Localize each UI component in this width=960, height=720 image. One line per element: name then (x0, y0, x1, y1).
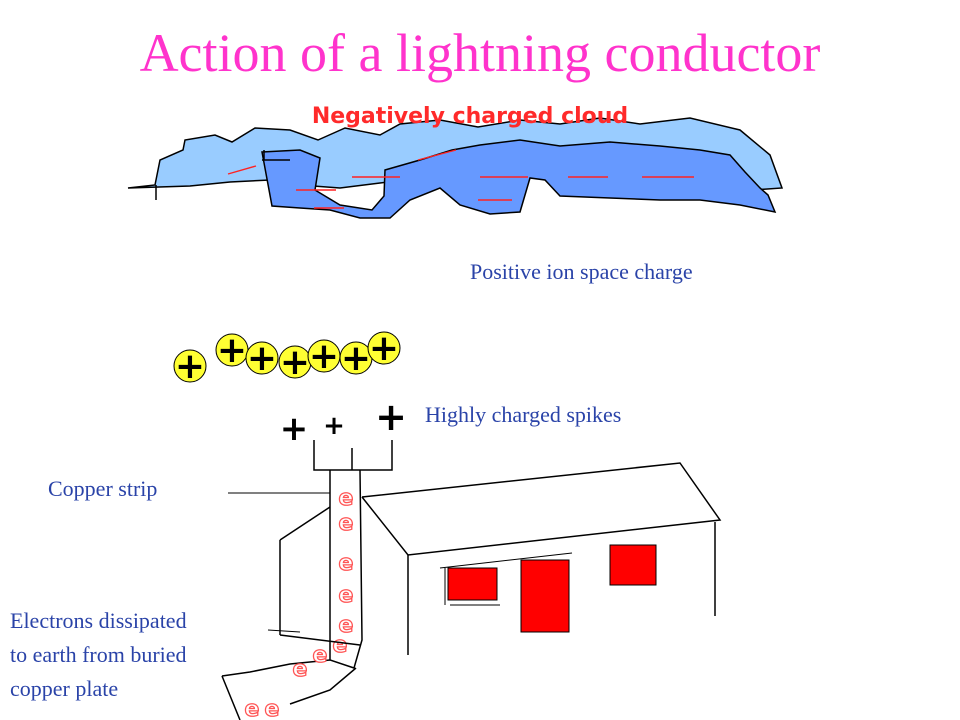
spike-rod-frame (313, 440, 393, 471)
electron-symbol: e (339, 583, 354, 608)
ion-plus-sign: + (175, 346, 205, 387)
negative-charge-dash (417, 149, 457, 161)
electron-label-line-1: Electrons dissipated (10, 608, 187, 633)
electron-symbol: e (293, 657, 308, 682)
positive-ion: + (307, 336, 341, 377)
positive-ion: + (215, 330, 249, 371)
buried-strip-edge (289, 667, 357, 705)
spike-plus-sign: + (280, 409, 309, 449)
electron-symbol: e (265, 697, 280, 720)
house-window-right (609, 544, 657, 586)
electron-label-line-3: copper plate (10, 676, 119, 701)
ion-circle (173, 349, 207, 383)
copper-strip (329, 469, 363, 669)
electron-symbol: e (339, 511, 354, 536)
ion-plus-sign: + (341, 338, 371, 379)
electron-symbol: e (333, 633, 348, 658)
ion-space-charge-label: Positive ion space charge (470, 259, 693, 284)
positive-ion: + (339, 338, 373, 379)
cloud-front-layer (261, 139, 777, 219)
house-frame-line (439, 552, 573, 569)
electron-symbol: e (245, 697, 260, 720)
electron-symbol: e (339, 551, 354, 576)
positive-ion: + (245, 338, 279, 379)
ion-circle (367, 331, 401, 365)
electrons-label-pointer (267, 629, 301, 633)
negative-charge-dash (227, 165, 257, 175)
house-left-roof (279, 506, 331, 541)
electron-label-line-2: to earth from buried (10, 642, 187, 667)
page-title: Action of a lightning conductor (139, 23, 821, 83)
electron-symbol: e (339, 613, 354, 638)
ion-plus-sign: + (309, 336, 339, 377)
ion-plus-sign: + (280, 342, 310, 383)
positive-ion: + (173, 346, 207, 387)
ion-circle (245, 341, 279, 375)
electron-symbol: e (339, 486, 354, 511)
ion-plus-sign: + (217, 330, 247, 371)
house-roof (361, 462, 722, 556)
house-door (520, 559, 570, 633)
positive-ion: + (367, 328, 401, 369)
house-window-left (447, 567, 498, 601)
positive-ion: + (278, 342, 312, 383)
cloud-label: Negatively charged cloud (311, 104, 629, 129)
buried-plate-edge (221, 675, 241, 720)
electron-symbol: e (313, 643, 328, 668)
spike-plus-sign: + (375, 395, 407, 439)
spikes-label: Highly charged spikes (425, 402, 622, 427)
buried-strip-edge (221, 659, 331, 677)
electrons-dissipated-label: Electrons dissipated to earth from burie… (10, 604, 280, 706)
copper-strip-label: Copper strip (48, 476, 158, 501)
ion-plus-sign: + (247, 338, 277, 379)
spike-plus-sign: + (323, 411, 345, 441)
ion-plus-sign: + (369, 328, 399, 369)
house-ground-line (279, 634, 361, 646)
